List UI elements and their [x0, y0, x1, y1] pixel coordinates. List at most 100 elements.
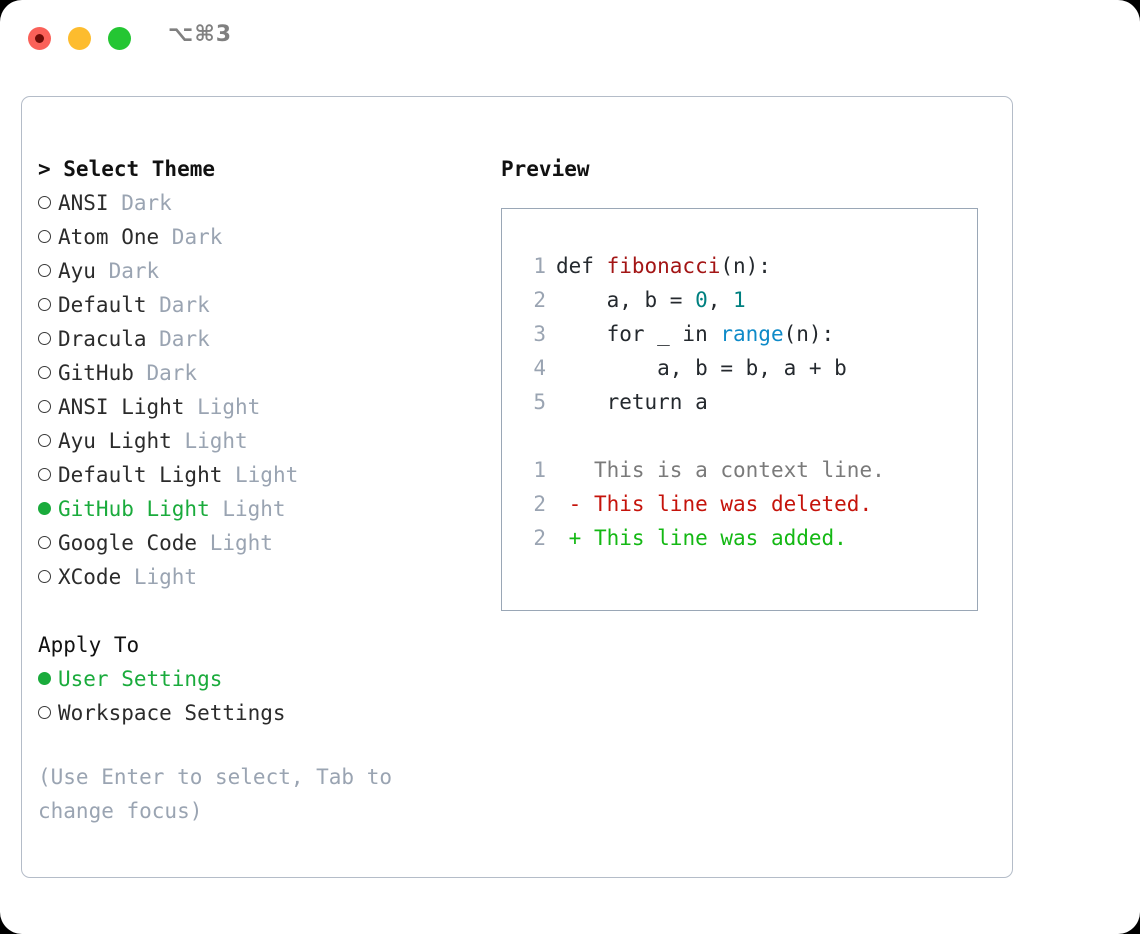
code-token-plain: a, b =: [556, 288, 696, 312]
radio-unselected-icon: [38, 390, 58, 424]
radio-unselected-icon: [38, 186, 58, 220]
theme-option-label: GitHub Light: [58, 497, 210, 521]
code-token-kw: return a: [556, 390, 708, 414]
code-line-number: 5: [533, 390, 546, 414]
theme-option-label: Ayu: [58, 259, 96, 283]
apply-option-1[interactable]: Workspace Settings: [38, 696, 488, 730]
radio-glyph: [38, 366, 51, 379]
radio-glyph: [38, 298, 51, 311]
maximize-button[interactable]: [108, 27, 131, 50]
select-theme-heading: > Select Theme: [38, 157, 216, 181]
theme-option-tag: Light: [121, 565, 198, 589]
radio-selected-icon: [38, 662, 58, 696]
help-text-line-1: (Use Enter to select, Tab to: [38, 765, 393, 789]
preview-heading: Preview: [501, 157, 590, 181]
theme-option-5[interactable]: GitHub Dark: [38, 356, 488, 390]
theme-option-2[interactable]: Ayu Dark: [38, 254, 488, 288]
diff-marker: -: [556, 492, 582, 516]
apply-option-label: User Settings: [58, 667, 223, 691]
radio-unselected-icon: [38, 424, 58, 458]
close-button[interactable]: [28, 27, 51, 50]
code-token-plain: ,: [707, 288, 734, 312]
theme-option-tag: Light: [184, 395, 261, 419]
theme-option-tag: Dark: [133, 361, 198, 385]
theme-option-tag: Dark: [146, 327, 210, 351]
radio-unselected-icon: [38, 220, 58, 254]
theme-option-3[interactable]: Default Dark: [38, 288, 488, 322]
radio-unselected-icon: [38, 560, 58, 594]
diff-line-2: 2 + This line was added.: [520, 521, 977, 555]
theme-option-label: ANSI: [58, 191, 109, 215]
theme-option-11[interactable]: XCode Light: [38, 560, 488, 594]
theme-option-0[interactable]: ANSI Dark: [38, 186, 488, 220]
code-line-4: 5 return a: [520, 385, 977, 419]
diff-block: 1 This is a context line.2 - This line w…: [520, 453, 977, 555]
diff-line-1: 2 - This line was deleted.: [520, 487, 977, 521]
radio-glyph: [38, 468, 51, 481]
code-token-kw: for _ in: [556, 322, 721, 346]
theme-option-tag: Dark: [159, 225, 223, 249]
code-token-fn: fibonacci: [606, 254, 721, 278]
diff-line-number: 2: [533, 526, 546, 550]
code-line-2: 3 for _ in range(n):: [520, 317, 977, 351]
theme-option-label: Google Code: [58, 531, 198, 555]
radio-unselected-icon: [38, 356, 58, 390]
radio-glyph: [38, 570, 51, 583]
radio-glyph: [38, 264, 51, 277]
radio-selected-icon: [38, 492, 58, 526]
code-token-num: 1: [733, 288, 746, 312]
radio-glyph: [38, 196, 51, 209]
code-token-plain: a, b = b, a + b: [556, 356, 847, 380]
theme-option-tag: Dark: [146, 293, 210, 317]
theme-option-9[interactable]: GitHub Light Light: [38, 492, 488, 526]
theme-option-7[interactable]: Ayu Light Light: [38, 424, 488, 458]
radio-glyph: [38, 230, 51, 243]
radio-glyph: [38, 672, 51, 685]
theme-option-8[interactable]: Default Light Light: [38, 458, 488, 492]
code-token-plain: (n):: [783, 322, 835, 346]
theme-option-tag: Light: [222, 463, 299, 487]
code-line-3: 4 a, b = b, a + b: [520, 351, 977, 385]
theme-option-tag: Dark: [108, 191, 172, 215]
diff-line-0: 1 This is a context line.: [520, 453, 977, 487]
code-token-num: 0: [695, 288, 708, 312]
keyboard-shortcut-label: ⌥⌘3: [168, 22, 233, 47]
theme-option-label: GitHub: [58, 361, 134, 385]
theme-option-label: Default: [58, 293, 147, 317]
theme-option-label: Default Light: [58, 463, 223, 487]
theme-option-tag: Light: [171, 429, 248, 453]
theme-option-6[interactable]: ANSI Light Light: [38, 390, 488, 424]
theme-option-label: Atom One: [58, 225, 160, 249]
radio-unselected-icon: [38, 254, 58, 288]
minimize-button[interactable]: [68, 27, 91, 50]
code-token-kw: def: [556, 254, 607, 278]
diff-text: This line was added.: [581, 526, 847, 550]
radio-unselected-icon: [38, 696, 58, 730]
code-token-call: range: [720, 322, 784, 346]
theme-option-tag: Light: [197, 531, 273, 555]
radio-unselected-icon: [38, 458, 58, 492]
radio-glyph: [38, 706, 51, 719]
theme-option-label: Ayu Light: [58, 429, 172, 453]
radio-unselected-icon: [38, 322, 58, 356]
code-line-1: 2 a, b = 0, 1: [520, 283, 977, 317]
theme-option-tag: Dark: [95, 259, 160, 283]
diff-line-number: 1: [533, 458, 546, 482]
diff-marker: +: [556, 526, 582, 550]
theme-option-10[interactable]: Google Code Light: [38, 526, 488, 560]
apply-option-0[interactable]: User Settings: [38, 662, 488, 696]
code-token-plain: (n):: [720, 254, 771, 278]
radio-glyph: [38, 332, 51, 345]
theme-option-4[interactable]: Dracula Dark: [38, 322, 488, 356]
apply-to-heading: Apply To: [38, 633, 140, 657]
theme-option-1[interactable]: Atom One Dark: [38, 220, 488, 254]
diff-text: This line was deleted.: [581, 492, 873, 516]
theme-option-label: XCode: [58, 565, 122, 589]
code-line-number: 4: [533, 356, 546, 380]
